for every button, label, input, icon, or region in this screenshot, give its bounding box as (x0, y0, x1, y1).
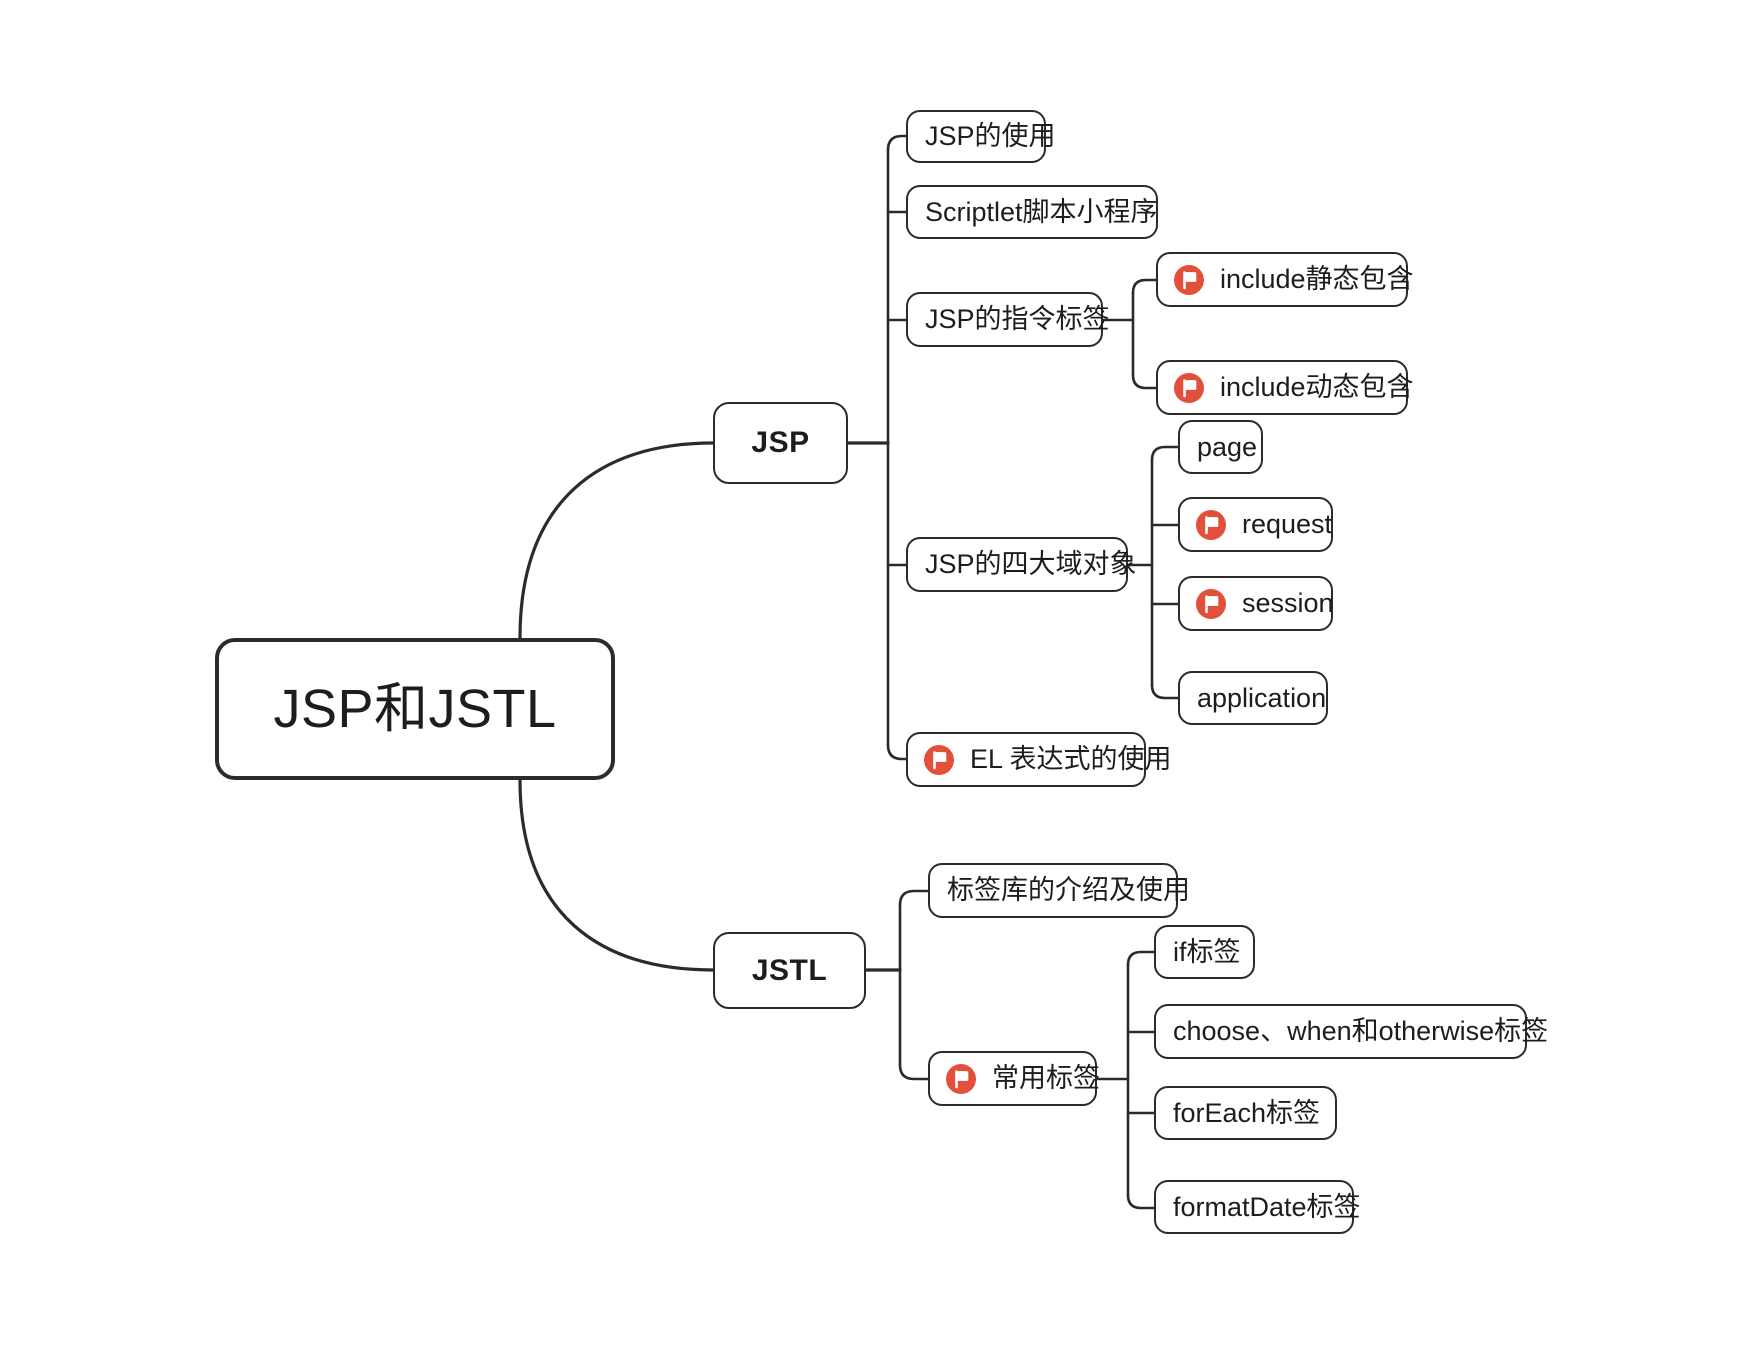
node-tag-foreach[interactable]: forEach标签 (1154, 1086, 1337, 1140)
edge-directive-c2 (1131, 373, 1158, 390)
node-label: if标签 (1173, 936, 1241, 967)
node-label: page (1197, 431, 1258, 462)
edge-jstl-c1 (898, 889, 930, 907)
red-flag-icon (1174, 264, 1204, 295)
red-flag-icon (924, 744, 954, 775)
node-label: formatDate标签 (1173, 1191, 1361, 1222)
branch-label: JSP (751, 426, 810, 459)
root-label: JSP和JSTL (273, 679, 557, 739)
branch-label: JSTL (751, 953, 828, 987)
node-label: include静态包含 (1220, 264, 1414, 294)
node-tag-choose-when-otherwise[interactable]: choose、when和otherwise标签 (1154, 1004, 1548, 1059)
node-scope-page[interactable]: page (1178, 420, 1263, 474)
edge-tags-c1 (1126, 950, 1156, 967)
node-taglib-intro[interactable]: 标签库的介绍及使用 (928, 863, 1190, 918)
node-scope-application[interactable]: application (1178, 671, 1328, 725)
edge-tags-c4 (1126, 1193, 1156, 1210)
branch-node-jstl[interactable]: JSTL (713, 932, 866, 1009)
node-scope-request[interactable]: request (1178, 497, 1333, 552)
root-node[interactable]: JSP和JSTL (215, 638, 615, 780)
node-label: include动态包含 (1220, 372, 1414, 402)
node-include-static[interactable]: include静态包含 (1156, 252, 1414, 307)
node-jsp-four-scopes[interactable]: JSP的四大域对象 (906, 537, 1137, 592)
node-jsp-usage[interactable]: JSP的使用 (906, 110, 1056, 163)
node-el-expression[interactable]: EL 表达式的使用 (906, 732, 1172, 787)
node-label: application (1197, 682, 1327, 713)
node-jsp-directive-tags[interactable]: JSP的指令标签 (906, 292, 1110, 347)
branch-node-jsp[interactable]: JSP (713, 402, 848, 484)
node-common-tags[interactable]: 常用标签 (928, 1051, 1100, 1106)
edge-root-jstl (518, 778, 715, 972)
node-label: session (1242, 588, 1334, 618)
edge-scopes-c4 (1150, 683, 1180, 700)
edge-directive-c1 (1131, 278, 1158, 295)
node-label: 标签库的介绍及使用 (947, 875, 1190, 905)
node-label: Scriptlet脚本小程序 (925, 196, 1158, 227)
node-tag-if[interactable]: if标签 (1154, 925, 1255, 979)
node-label: request (1242, 509, 1333, 539)
node-label: JSP的四大域对象 (925, 549, 1137, 579)
node-scriptlet[interactable]: Scriptlet脚本小程序 (906, 185, 1158, 239)
node-label: EL 表达式的使用 (970, 744, 1172, 774)
node-label: 常用标签 (992, 1063, 1100, 1093)
node-label: JSP的使用 (925, 121, 1056, 151)
red-flag-icon (1196, 588, 1226, 619)
edge-jsp-c5 (886, 743, 908, 761)
edge-root-jsp (518, 441, 715, 640)
node-label: forEach标签 (1173, 1097, 1321, 1128)
red-flag-icon (946, 1063, 976, 1094)
node-label: JSP的指令标签 (925, 304, 1110, 334)
node-scope-session[interactable]: session (1178, 576, 1334, 631)
node-include-dynamic[interactable]: include动态包含 (1156, 360, 1414, 415)
red-flag-icon (1196, 509, 1226, 540)
edge-scopes-c1 (1150, 445, 1180, 462)
edge-jstl-c2 (898, 1063, 930, 1081)
node-tag-formatdate[interactable]: formatDate标签 (1154, 1180, 1361, 1234)
edge-jsp-c1 (886, 134, 908, 152)
red-flag-icon (1174, 372, 1204, 403)
node-label: choose、when和otherwise标签 (1173, 1016, 1549, 1046)
